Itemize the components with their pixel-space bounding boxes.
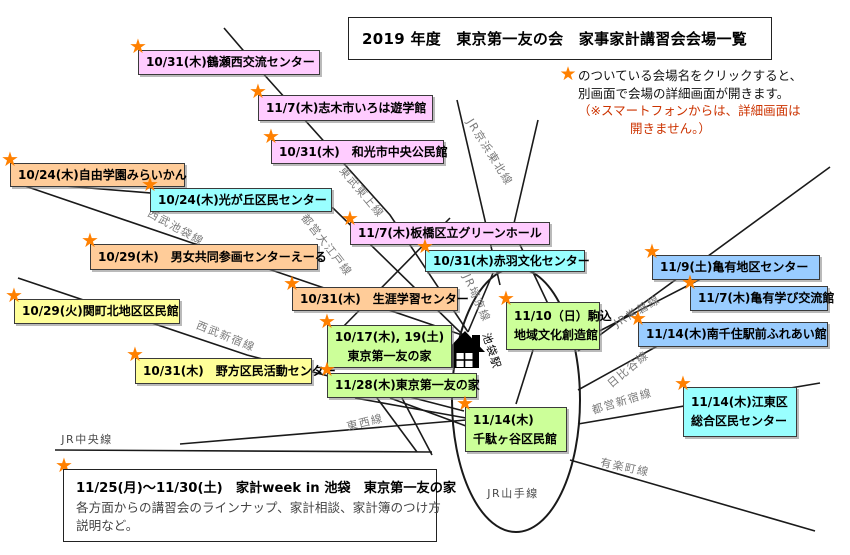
- rail-line-keihin-right: [511, 119, 539, 233]
- page-title: 2019 年度 東京第一友の会 家事家計講習会会場一覧: [348, 17, 772, 60]
- venue-box-komagome-souzou[interactable]: 11/10（日）駒込地域文化創造館: [506, 302, 612, 350]
- venue-box-koto-sogo[interactable]: 11/14(木)江東区総合区民センター: [683, 387, 797, 437]
- venue-box-kameari-chiku[interactable]: 11/9(土)亀有地区センター: [652, 255, 820, 280]
- venue-label: 10/31(木) 生涯学習センター: [300, 291, 469, 306]
- event-body-line-1: 各方面からの講習会のラインナップ、家計相談、家計簿のつけ方: [76, 500, 441, 515]
- venue-label: 11/28(木)東京第一友の家: [335, 378, 480, 392]
- venue-label: 10/24(木)光が丘区民センター: [158, 192, 327, 207]
- venue-label: 10/31(木)赤羽文化センター: [433, 253, 590, 268]
- event-title: 11/25(月)～11/30(土) 家計week in 池袋 東京第一友の家: [76, 481, 457, 496]
- ikebukuro-house-icon: [445, 331, 485, 368]
- rail-line-south-c: [376, 397, 418, 453]
- venue-label: 11/7(木)亀有学び交流館: [698, 291, 835, 305]
- venue-box-sendagaya[interactable]: 11/14(木) 千駄ヶ谷区民館: [465, 407, 567, 452]
- venue-label: 千駄ヶ谷区民館: [473, 431, 558, 446]
- venue-label: 11/7(木)板橋区立グリーンホール: [358, 226, 542, 240]
- venue-label: 10/24(木)自由学園みらいかん: [18, 167, 187, 182]
- rail-line-saikyo-lower: [467, 272, 494, 333]
- venue-box-tomonoie-1017[interactable]: 10/17(木), 19(土) 東京第一友の家: [327, 325, 452, 368]
- venue-box-shiki-iroha[interactable]: 11/7(木)志木市いろは遊学館: [258, 95, 433, 121]
- venue-label: 東京第一友の家: [347, 348, 432, 363]
- rail-line-tozai: [179, 419, 467, 445]
- rail-line-yurakucho: [569, 459, 816, 532]
- rail-line-south-d: [401, 397, 433, 456]
- venue-box-minami-senju[interactable]: 11/14(木)南千住駅前ふれあい館: [638, 322, 828, 347]
- rail-label-jr-yamanote: JR山手線: [487, 487, 539, 500]
- venue-box-shogai-gakushu[interactable]: 10/31(木) 生涯学習センター: [292, 287, 469, 311]
- rail-label-jr-chuo: JR中央線: [61, 433, 113, 446]
- venue-box-jiyugakuen[interactable]: 10/24(木)自由学園みらいかん: [10, 163, 187, 187]
- venue-label: 総合区民センター: [691, 414, 788, 428]
- page-title-text: 2019 年度 東京第一友の会 家事家計講習会会場一覧: [362, 30, 748, 48]
- venue-label: 10/29(木) 男女共同参画センターえーる: [98, 249, 327, 264]
- venue-label: 11/14(木): [473, 412, 534, 427]
- venue-box-kameari-manabi[interactable]: 11/7(木)亀有学び交流館: [690, 286, 835, 311]
- rail-line-kameari: [581, 269, 719, 341]
- venue-label: 10/31(木)鶴瀬西交流センター: [146, 55, 315, 69]
- venue-label: 10/31(木) 和光市中央公民館: [279, 144, 448, 159]
- rail-line-south-a: [354, 397, 467, 419]
- venue-box-sekimachi-kita[interactable]: 10/29(火)関町北地区区民館: [14, 299, 180, 324]
- venue-box-danjo-yell[interactable]: 10/29(木) 男女共同参画センターえーる: [90, 244, 327, 270]
- rail-line-komagome-down: [515, 349, 534, 405]
- venue-box-nogata-katsudo[interactable]: 10/31(木) 野方区民活動センター: [135, 358, 336, 384]
- venue-label: 10/17(木), 19(土): [334, 329, 445, 344]
- note-line-1: のついている会場名をクリックすると、: [578, 68, 803, 83]
- venue-label: 10/31(木) 野方区民活動センター: [143, 363, 336, 378]
- note-warning-line-2: 開きません。）: [630, 120, 711, 136]
- venue-label: 11/14(木)江東区: [691, 395, 788, 409]
- venue-box-hikarigaoka[interactable]: 10/24(木)光が丘区民センター: [150, 188, 332, 212]
- venue-label: 11/9(土)亀有地区センター: [660, 260, 809, 274]
- venue-label: 10/29(火)関町北地区区民館: [22, 304, 179, 318]
- venue-label: 11/14(木)南千住駅前ふれあい館: [646, 327, 827, 341]
- rail-line-chuo: [54, 449, 433, 453]
- rail-line-hibiya: [577, 343, 662, 391]
- venue-box-itabashi-green[interactable]: 11/7(木)板橋区立グリーンホール: [350, 222, 550, 245]
- note-warning-line-1: （※スマートフォンからは、詳細画面は: [578, 103, 801, 118]
- venue-label: 地域文化創造館: [514, 328, 599, 342]
- venue-box-wako-chuo[interactable]: 10/31(木) 和光市中央公民館: [271, 140, 448, 164]
- click-instruction-note: のついている会場名をクリックすると、 別画面で会場の詳細画面が開きます。 （※ス…: [578, 67, 802, 137]
- kakei-week-event-box[interactable]: 11/25(月)～11/30(土) 家計week in 池袋 東京第一友の家 各…: [63, 469, 457, 542]
- venue-label: 11/10（日）駒込: [514, 309, 612, 323]
- venue-box-tsuruse-nishi[interactable]: 10/31(木)鶴瀬西交流センター: [138, 50, 320, 75]
- venue-box-akabane-bunka[interactable]: 10/31(木)赤羽文化センター: [425, 250, 590, 272]
- note-line-2: 別画面で会場の詳細画面が開きます。: [578, 85, 790, 101]
- venue-box-tomonoie-1128[interactable]: 11/28(木)東京第一友の家: [327, 373, 480, 398]
- venue-label: 11/7(木)志木市いろは遊学館: [266, 100, 427, 115]
- event-body-line-2: 説明など。: [76, 517, 139, 533]
